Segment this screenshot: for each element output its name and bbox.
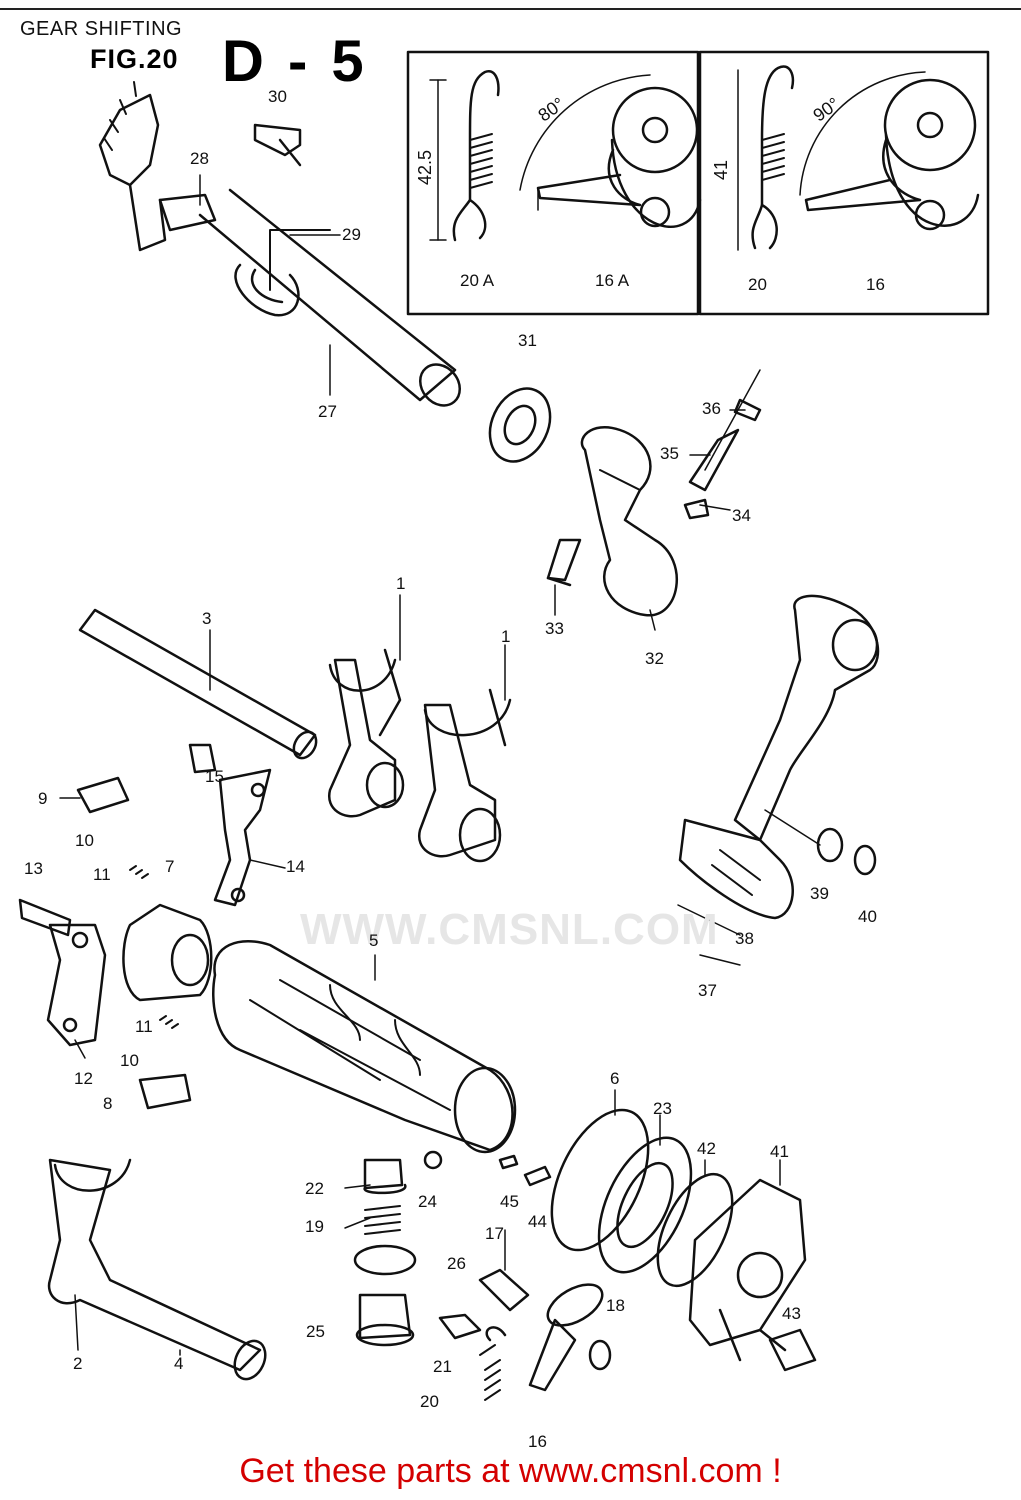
- inset-right-label-16: 16: [866, 275, 885, 294]
- callout-leaders: [59, 174, 821, 1356]
- callout-4: 4: [174, 1354, 184, 1373]
- callout-1b: 1: [501, 627, 511, 646]
- callout-12: 12: [74, 1069, 93, 1088]
- callout-10b: 10: [120, 1051, 139, 1070]
- inset-right-label-20: 20: [748, 275, 767, 294]
- callout-31: 31: [518, 331, 537, 350]
- callout-2: 2: [73, 1354, 83, 1373]
- callout-19: 19: [305, 1217, 324, 1236]
- shift-fork-1b-part: [417, 688, 512, 863]
- callout-32: 32: [645, 649, 664, 668]
- figure-code: D - 5: [222, 29, 368, 94]
- callout-35: 35: [660, 444, 679, 463]
- callout-15: 15: [205, 767, 224, 786]
- dim-length-left: 42.5: [415, 149, 435, 185]
- callout-22: 22: [305, 1179, 324, 1198]
- callout-10a: 10: [75, 831, 94, 850]
- arm-16-part: [799, 71, 980, 231]
- callout-9: 9: [38, 789, 48, 808]
- callout-17: 17: [485, 1224, 504, 1243]
- small-parts-lower: [353, 1150, 817, 1401]
- callout-38: 38: [735, 929, 754, 948]
- callout-3: 3: [202, 609, 212, 628]
- callout-6: 6: [610, 1069, 620, 1088]
- callout-37: 37: [698, 981, 717, 1000]
- small-parts-left: [18, 743, 272, 1110]
- callout-28: 28: [190, 149, 209, 168]
- callout-13: 13: [24, 859, 43, 878]
- callout-45: 45: [500, 1192, 519, 1211]
- callout-18: 18: [606, 1296, 625, 1315]
- callout-21: 21: [433, 1357, 452, 1376]
- fork-2-and-shaft-4: [47, 1158, 267, 1381]
- callout-42: 42: [697, 1139, 716, 1158]
- callout-1a: 1: [396, 574, 406, 593]
- inset-box-right: [698, 50, 990, 316]
- callout-5: 5: [369, 931, 379, 950]
- callout-23: 23: [653, 1099, 672, 1118]
- callout-20: 20: [420, 1392, 439, 1411]
- footer-link[interactable]: Get these parts at www.cmsnl.com !: [239, 1452, 782, 1490]
- cover-and-gaskets: [550, 1108, 807, 1362]
- fork-shaft-3-part: [78, 608, 318, 760]
- page-title: GEAR SHIFTING: [20, 18, 183, 40]
- inset-box-left: [406, 50, 700, 316]
- callout-30: 30: [268, 87, 287, 106]
- cam-stopper-assembly: [546, 398, 762, 617]
- bearing-31-part: [488, 387, 552, 463]
- figure-label: FIG.20: [90, 44, 179, 74]
- shift-shaft-assembly: [98, 81, 462, 407]
- callout-11b: 11: [135, 1017, 153, 1036]
- shift-fork-1a-part: [327, 648, 405, 818]
- shift-lever-assembly: [678, 594, 880, 920]
- callout-40: 40: [858, 907, 877, 926]
- callout-7: 7: [165, 857, 175, 876]
- callout-33: 33: [545, 619, 564, 638]
- callout-25: 25: [306, 1322, 325, 1341]
- callout-39: 39: [810, 884, 829, 903]
- top-rule: [0, 8, 1021, 10]
- callout-8: 8: [103, 1094, 113, 1113]
- inset-left-label-16a: 16 A: [595, 271, 630, 290]
- callout-43: 43: [782, 1304, 801, 1323]
- callout-11a: 11: [93, 865, 111, 884]
- dim-length-right: 41: [711, 159, 731, 180]
- callout-24: 24: [418, 1192, 437, 1211]
- callout-36: 36: [702, 399, 721, 418]
- callout-41: 41: [770, 1142, 789, 1161]
- callout-29: 29: [342, 225, 361, 244]
- callout-26: 26: [447, 1254, 466, 1273]
- callout-34: 34: [732, 506, 751, 525]
- spring-20a-part: [429, 69, 500, 242]
- callout-44: 44: [528, 1212, 547, 1231]
- arm-16a-part: [519, 74, 702, 228]
- spring-20-part: [737, 65, 795, 251]
- callout-14: 14: [286, 857, 305, 876]
- shift-drum-5-part: [212, 940, 517, 1154]
- inset-left-label-20a: 20 A: [460, 271, 495, 290]
- callout-16: 16: [528, 1432, 547, 1451]
- callout-27: 27: [318, 402, 337, 421]
- watermark: WWW.CMSNL.COM: [300, 905, 719, 954]
